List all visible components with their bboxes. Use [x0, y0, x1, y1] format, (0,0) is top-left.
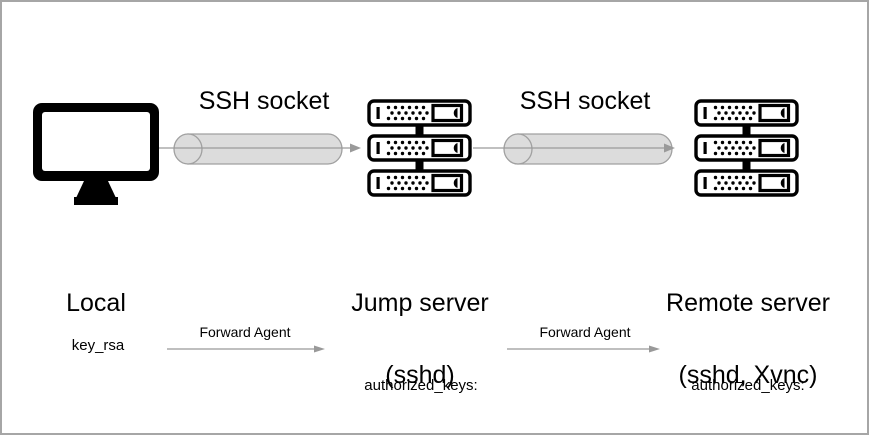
ssh-socket-label-2: SSH socket	[519, 87, 651, 115]
node-label-jump: Jump server (sshd)	[320, 243, 520, 433]
node-label-local: Local	[16, 243, 176, 363]
jump-authorized-keys-line1: authorized_keys:	[364, 377, 478, 394]
forward-agent-label-1: Forward Agent	[199, 324, 291, 340]
connection-arrow-1	[159, 143, 361, 153]
forward-agent-arrow-1	[167, 345, 325, 353]
connection-arrow-2	[473, 143, 675, 153]
server-stack-icon	[367, 99, 472, 197]
monitor-icon	[33, 103, 159, 205]
node-label-local-title: Local	[66, 289, 126, 317]
remote-authorized-keys-line1: authorized_keys:	[691, 377, 805, 394]
forward-agent-arrow-2	[507, 345, 660, 353]
jump-authorized-keys-line2: key_rsa	[346, 431, 496, 433]
server-stack-icon	[694, 99, 799, 197]
node-label-jump-title: Jump server	[351, 289, 489, 317]
local-key-text: key_rsa	[71, 337, 125, 354]
node-label-jump-subtitle: (sshd)	[385, 361, 455, 389]
jump-authorized-keys-text: authorized_keys: key_rsa	[346, 341, 496, 433]
remote-authorized-keys-line2: key_rsa	[673, 431, 823, 433]
ssh-socket-label-1: SSH socket	[198, 87, 330, 115]
forward-agent-label-2: Forward Agent	[539, 324, 631, 340]
node-label-remote-subtitle: (sshd, Xvnc)	[678, 361, 818, 389]
node-label-remote: Remote server (sshd, Xvnc)	[648, 243, 848, 433]
remote-authorized-keys-text: authorized_keys: key_rsa	[673, 341, 823, 433]
node-label-remote-title: Remote server	[666, 289, 830, 317]
